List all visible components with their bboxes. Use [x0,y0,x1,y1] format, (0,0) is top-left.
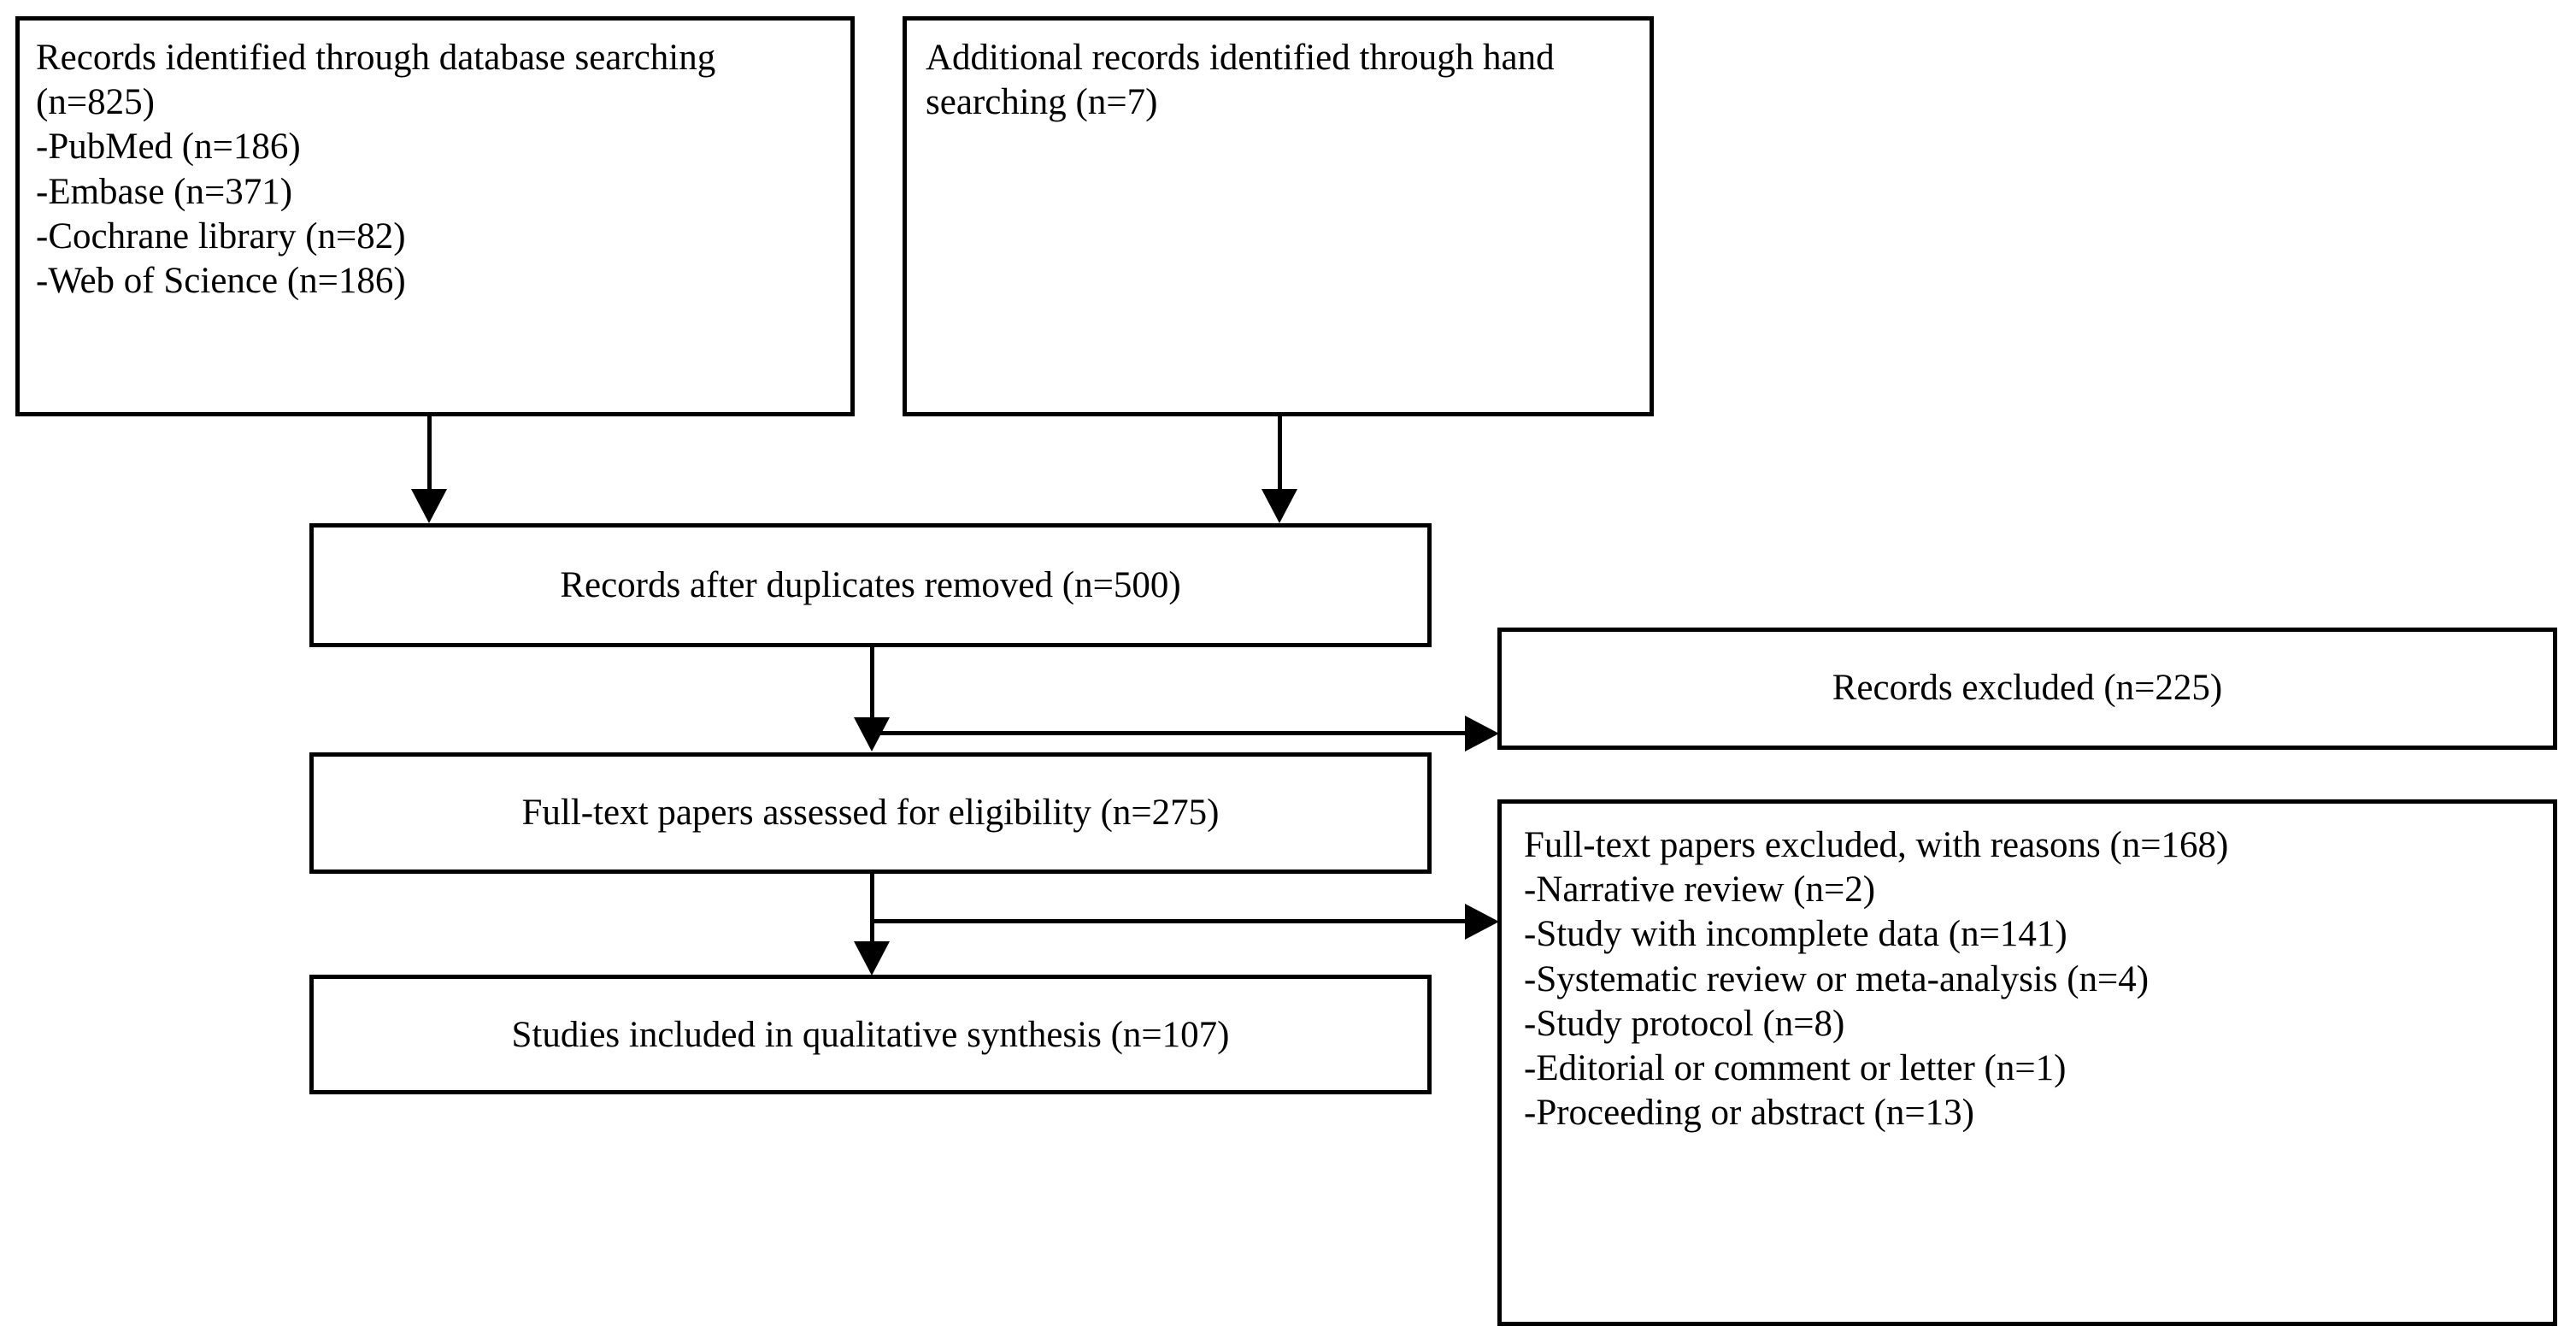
box-records-after-duplicates-removed-label: Records after duplicates removed (n=500) [560,565,1181,605]
box-records-excluded [1497,628,2557,750]
connector-fulltext-to-included-arrowhead [854,941,890,976]
connector-fulltext-to-excluded-reasons-line [870,919,1468,923]
connector-duplicates-to-excluded-arrowhead [1465,716,1499,752]
box-additional-records-hand-searching [903,16,1654,416]
connector-hand-to-duplicates-line [1278,416,1282,492]
box-fulltext-papers-excluded-with-reasons-label: Full-text papers excluded, with reasons … [1524,825,2229,1134]
connector-hand-to-duplicates-arrowhead [1262,489,1297,523]
connector-fulltext-to-included-line [870,874,874,944]
connector-database-to-duplicates-arrowhead [411,489,447,523]
box-fulltext-papers-assessed-label: Full-text papers assessed for eligibilit… [521,793,1220,833]
connector-fulltext-to-excluded-reasons-arrowhead [1465,904,1499,940]
connector-database-to-duplicates-line [427,416,432,492]
box-records-after-duplicates-removed [309,523,1432,647]
box-studies-included-qualitative-synthesis-label: Studies included in qualitative synthesi… [511,1015,1230,1055]
connector-duplicates-to-fulltext-line [870,647,874,720]
box-fulltext-papers-assessed [309,752,1432,874]
box-records-excluded-label: Records excluded (n=225) [1832,668,2223,708]
box-additional-records-hand-searching-label: Additional records identified through ha… [926,38,1564,123]
box-fulltext-papers-excluded-with-reasons [1497,799,2557,1326]
box-studies-included-qualitative-synthesis [309,975,1432,1094]
connector-duplicates-to-excluded-line [870,731,1468,735]
box-records-identified-database [15,16,855,416]
box-records-identified-database-label: Records identified through database sear… [36,38,716,302]
